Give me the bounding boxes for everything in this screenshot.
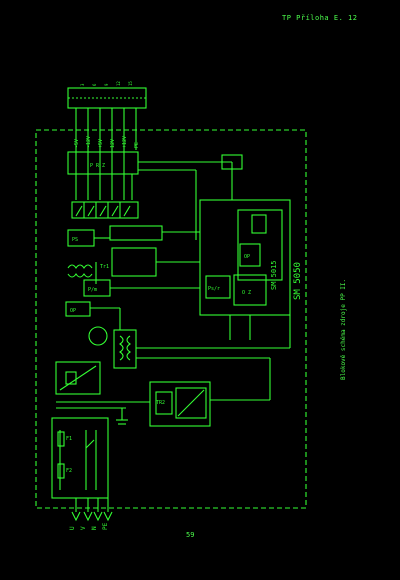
power-input-label: N xyxy=(91,526,98,530)
op-small-label: OP xyxy=(70,308,76,314)
diagram-caption: Blokové schéma zdroje PP II. xyxy=(340,278,347,380)
connector-pin-number: 15 xyxy=(128,81,133,86)
sm5015-label: SM 5015 xyxy=(270,260,278,290)
component-box-a xyxy=(109,225,163,241)
sm5015-module xyxy=(237,209,283,281)
ps-r-block xyxy=(205,275,231,299)
connector-label: -5V xyxy=(74,139,80,148)
prz-block xyxy=(67,151,139,175)
tr1-label: Tr1 xyxy=(100,264,109,270)
diagram-caption-wrap: Blokové schéma zdroje PP II. xyxy=(330,240,347,380)
psr-label: Ps/r xyxy=(208,286,220,292)
vd-block xyxy=(251,214,267,234)
component-box-b xyxy=(111,247,157,277)
f1-label: F1 xyxy=(66,436,72,442)
enclosure-border xyxy=(35,129,307,509)
top-connector-pin-numbers: 3 6 9 12 15 xyxy=(80,81,133,86)
connector-pin-number: 9 xyxy=(104,83,109,86)
relay-box xyxy=(55,361,101,395)
prz-label: P R Z xyxy=(90,163,105,169)
top-connector-labels: -5V -12V +5V 12V +12V PE xyxy=(74,136,140,148)
oz-block xyxy=(233,274,267,306)
switch-row xyxy=(71,201,139,219)
op-label: OP xyxy=(244,254,250,260)
page-header: TP Příloha E. 12 xyxy=(282,14,358,22)
sm5050-module xyxy=(199,199,291,316)
f2-label: F2 xyxy=(66,468,72,474)
power-input-label: U xyxy=(69,526,76,530)
power-input-label: PE xyxy=(102,522,109,530)
connector-label: +5V xyxy=(98,139,104,148)
tr2-inner xyxy=(175,387,207,419)
top-connector xyxy=(67,87,147,109)
tr2-block xyxy=(149,381,211,427)
page-number: 59 xyxy=(186,531,195,539)
connector-pin-number: 6 xyxy=(92,83,97,86)
pm-label: P/m xyxy=(88,287,97,293)
sm5050-label: SM 5050 xyxy=(293,262,303,300)
connector-pin-number: 3 xyxy=(80,83,85,86)
top-right-relay xyxy=(221,154,243,170)
power-input-label: V xyxy=(80,526,87,530)
connector-label: -12V xyxy=(86,136,92,148)
tr2-label: TR2 xyxy=(156,400,165,406)
connector-label: +12V xyxy=(122,136,128,148)
op-block xyxy=(239,243,261,267)
fuse-box xyxy=(51,417,109,499)
fan-motor xyxy=(88,326,108,346)
tr1-transformer xyxy=(113,329,137,369)
oz-label: O Z xyxy=(242,290,251,296)
block-op-small xyxy=(65,301,91,317)
connector-label: 12V xyxy=(110,139,116,148)
ps-label: PS xyxy=(72,237,78,243)
connector-label: PE xyxy=(134,142,140,148)
connector-pin-number: 12 xyxy=(116,81,121,86)
